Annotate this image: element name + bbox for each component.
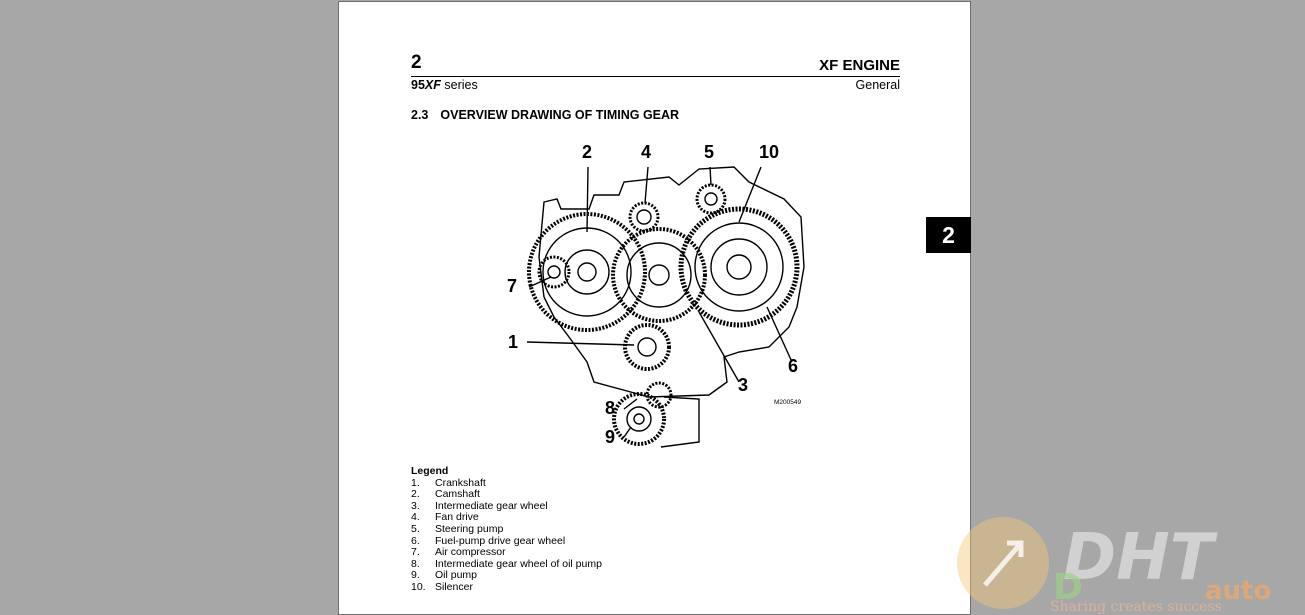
series-label: 95XF series [411, 78, 478, 92]
legend-item: 6.Fuel-pump drive gear wheel [411, 534, 566, 547]
legend: Legend 1.Crankshaft 2.Camshaft 3.Interme… [411, 465, 602, 594]
legend-title: Legend [411, 465, 449, 477]
legend-item: 3.Intermediate gear wheel [411, 499, 548, 512]
svg-text:auto: auto [1205, 576, 1271, 606]
callout-2: 2 [582, 142, 593, 162]
callout-10: 10 [759, 142, 780, 162]
legend-item: 1.Crankshaft [411, 476, 486, 489]
legend-item: 9.Oil pump [411, 569, 478, 582]
callout-5: 5 [704, 142, 715, 162]
callout-7: 7 [507, 276, 518, 296]
legend-item: 4.Fan drive [411, 511, 479, 524]
header-subtitle: General [855, 78, 900, 92]
callout-1: 1 [508, 332, 519, 352]
callout-6: 6 [788, 356, 799, 376]
legend-item: 5.Steering pump [411, 522, 504, 535]
callout-4: 4 [641, 142, 652, 162]
legend-item: 2.Camshaft [411, 488, 480, 501]
figure-code: M200549 [774, 399, 802, 406]
chapter-tab: 2 [926, 217, 971, 253]
legend-item: 7.Air compressor [411, 546, 506, 559]
svg-text:D: D [1053, 567, 1083, 608]
chapter-number: 2 [411, 52, 422, 73]
callout-3: 3 [738, 375, 749, 395]
legend-item: 8.Intermediate gear wheel of oil pump [411, 557, 602, 570]
callout-8: 8 [605, 398, 616, 418]
svg-text:Sharing creates success: Sharing creates success [1050, 599, 1222, 615]
header-title: XF ENGINE [819, 57, 900, 74]
header-divider [411, 76, 900, 77]
legend-item: 10.Silencer [411, 580, 473, 593]
watermark-logo: DHT D auto Sharing creates success [957, 517, 1271, 615]
callout-9: 9 [605, 427, 616, 447]
svg-text:DHT: DHT [1063, 521, 1218, 595]
timing-gear-drawing [526, 166, 805, 448]
